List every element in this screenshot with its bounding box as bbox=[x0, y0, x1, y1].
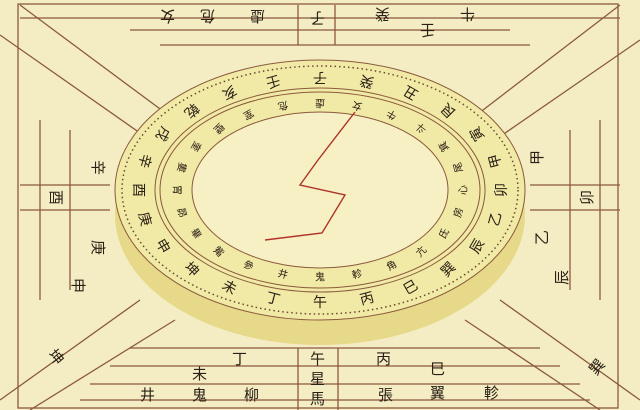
ring-inner-char: 井 bbox=[276, 266, 289, 281]
label-nv: 女 bbox=[160, 7, 176, 25]
label-wu: 午 bbox=[310, 350, 326, 368]
ring-outer-char: 癸 bbox=[358, 71, 376, 90]
ring-outer-char: 酉 bbox=[130, 183, 146, 197]
ring-outer-char: 庚 bbox=[135, 210, 154, 228]
ring-outer-char: 辰 bbox=[467, 236, 488, 256]
label-ren: 壬 bbox=[420, 21, 436, 39]
ring-outer-char: 甲 bbox=[486, 152, 505, 170]
ring-inner-char: 女 bbox=[350, 98, 363, 113]
ring-divider-1 bbox=[154, 87, 486, 293]
label-jia: 甲 bbox=[528, 149, 547, 166]
label-ding: 丁 bbox=[232, 350, 248, 368]
ring-outer-char: 亥 bbox=[219, 82, 239, 103]
ring-outer-char: 巳 bbox=[401, 277, 421, 298]
label-yi: 乙 bbox=[533, 229, 552, 246]
disc-tick-ring bbox=[121, 65, 519, 315]
diagonal-band-ne-2 bbox=[494, 39, 640, 141]
label-niu: 牛 bbox=[460, 5, 476, 23]
ring-inner-char: 婁 bbox=[174, 161, 189, 174]
ring-outer-char: 壬 bbox=[264, 71, 282, 90]
label-ma: 馬 bbox=[310, 390, 326, 408]
label-shen: 申 bbox=[69, 277, 88, 294]
label-zhang: 張 bbox=[378, 386, 394, 404]
ring-outer-char: 未 bbox=[219, 277, 239, 298]
diagonal-band-nw-2 bbox=[0, 34, 151, 141]
ring-inner-char: 危 bbox=[276, 98, 289, 112]
label-zhen: 軫 bbox=[484, 384, 500, 402]
label-you: 酉 bbox=[47, 189, 66, 206]
ring-outer-char: 戌 bbox=[152, 123, 173, 143]
label-gui-top: 癸 bbox=[375, 5, 391, 23]
label-xing: 星 bbox=[310, 370, 326, 388]
ring-divider-2 bbox=[159, 91, 481, 289]
ring-inner-char: 昴 bbox=[174, 206, 188, 219]
diagonal-band-se bbox=[499, 299, 640, 401]
label-geng: 庚 bbox=[89, 239, 108, 256]
ring-inner-char: 心 bbox=[458, 185, 470, 195]
ring-outer-char: 丁 bbox=[264, 290, 282, 309]
ring-inner-char: 胃 bbox=[171, 185, 183, 195]
label-wei: 未 bbox=[192, 365, 208, 383]
spoon-needle-line bbox=[264, 111, 356, 241]
ring-outer-char: 申 bbox=[152, 236, 173, 256]
ring-outer-char: 子 bbox=[313, 69, 327, 85]
board-grid bbox=[0, 3, 640, 410]
ring-outer-char: 丑 bbox=[401, 82, 421, 103]
label-liu: 柳 bbox=[244, 386, 260, 404]
label-si: 巳 bbox=[430, 360, 446, 378]
label-wei-top: 危 bbox=[200, 7, 216, 25]
ring-inner-char: 虛 bbox=[315, 97, 325, 110]
ring-inner-char: 鬼 bbox=[315, 271, 325, 284]
board-border bbox=[17, 3, 619, 409]
label-jing: 井 bbox=[140, 386, 156, 404]
label-xu: 虛 bbox=[250, 7, 266, 25]
ring-outer-char: 辛 bbox=[135, 152, 154, 170]
ring-inner-char: 軫 bbox=[350, 266, 363, 281]
diagonal-band-nw bbox=[19, 4, 176, 121]
label-xin: 辛 bbox=[89, 159, 108, 176]
diagonal-band-ne bbox=[469, 4, 621, 121]
label-zi: 子 bbox=[310, 9, 326, 27]
label-mao: 卯 bbox=[578, 189, 597, 206]
diagonal-band-sw-2 bbox=[29, 319, 176, 410]
label-chen: 辰 bbox=[553, 269, 572, 286]
ring-inner-char: 房 bbox=[451, 206, 466, 219]
label-gui: 鬼 bbox=[192, 386, 208, 404]
ring-outer-char: 乙 bbox=[486, 210, 505, 228]
diagonal-band-sw bbox=[0, 299, 141, 401]
ring-outer-char: 丙 bbox=[358, 290, 376, 309]
ring-outer-char: 卯 bbox=[494, 183, 510, 197]
label-bing: 丙 bbox=[376, 350, 392, 368]
diagonal-band-se-2 bbox=[464, 319, 601, 410]
ring-outer-char: 午 bbox=[313, 295, 327, 311]
label-yi-wing: 翼 bbox=[430, 384, 446, 402]
ring-inner-char: 尾 bbox=[452, 161, 466, 174]
